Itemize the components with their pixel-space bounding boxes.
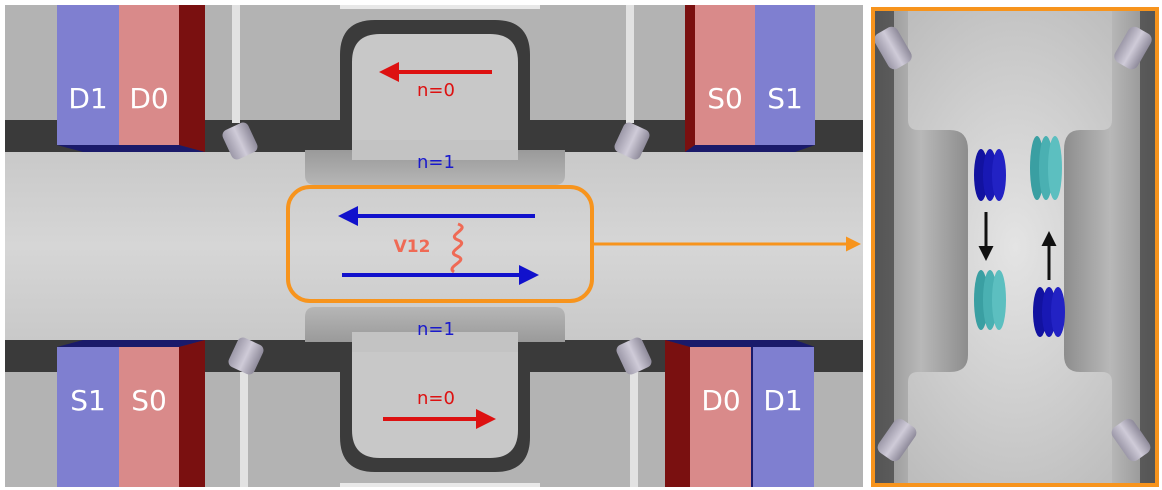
- contact-label: D0: [129, 82, 168, 115]
- inset-left-gate: [874, 10, 968, 484]
- contact-label: D1: [763, 384, 802, 417]
- wavepacket-dark-upper-left: [974, 149, 1006, 201]
- lead-bottom-right: [630, 372, 638, 487]
- contact-group-bottom-left: S1 S0: [57, 340, 205, 487]
- inset-post: [1111, 418, 1151, 462]
- bottom-gate-well: [352, 342, 518, 458]
- interaction-wiggle: [450, 222, 464, 274]
- contact-d0-bottom: [690, 347, 752, 487]
- main-panel: D1 D0 S0 S1 S1 S0 D0: [5, 5, 863, 487]
- contact-group-top-right: S0 S1: [685, 5, 815, 152]
- interaction-label: V12: [394, 237, 431, 257]
- contact-label: S1: [767, 82, 803, 115]
- lead-top-right: [626, 5, 634, 123]
- post-top-right: [614, 122, 650, 160]
- contact-label: S0: [131, 384, 167, 417]
- mode-label-top-inner: n=1: [417, 152, 455, 173]
- contact-label: D1: [68, 82, 107, 115]
- inset-post: [874, 26, 912, 70]
- post-bottom-left: [228, 337, 264, 375]
- contact-s1-top: [755, 5, 815, 145]
- contact-group-bottom-right: D0 D1: [665, 340, 815, 487]
- inset-post: [1114, 26, 1152, 70]
- inset-frame: [871, 7, 1159, 487]
- lead-bottom-left: [240, 372, 248, 487]
- mode-label-bottom-outer: n=0: [417, 388, 455, 409]
- post-top-left: [222, 122, 258, 160]
- mode-label-top-outer: n=0: [417, 80, 455, 101]
- contact-d1-bottom: [752, 347, 814, 487]
- lead-top-left: [232, 5, 240, 123]
- contact-s0-bottom: [119, 347, 179, 487]
- wavepacket-cyan-lower-left: [974, 270, 1006, 330]
- contact-label: S0: [707, 82, 743, 115]
- post-bottom-right: [616, 337, 652, 375]
- contact-label: D0: [701, 384, 740, 417]
- contact-s0-top: [695, 5, 755, 145]
- mode-label-bottom-inner: n=1: [417, 319, 455, 340]
- contact-group-top-left: D1 D0: [57, 5, 205, 152]
- contact-label: S1: [70, 384, 106, 417]
- contact-d0-top: [119, 5, 179, 145]
- zoom-inset: [871, 7, 1159, 487]
- inset-right-gate: [1064, 10, 1156, 484]
- wavepacket-dark-lower-right: [1033, 287, 1065, 337]
- wavepacket-cyan-upper-right: [1030, 136, 1062, 200]
- inset-post: [877, 418, 917, 462]
- contact-d1-top: [57, 5, 119, 145]
- contact-s1-bottom: [57, 347, 119, 487]
